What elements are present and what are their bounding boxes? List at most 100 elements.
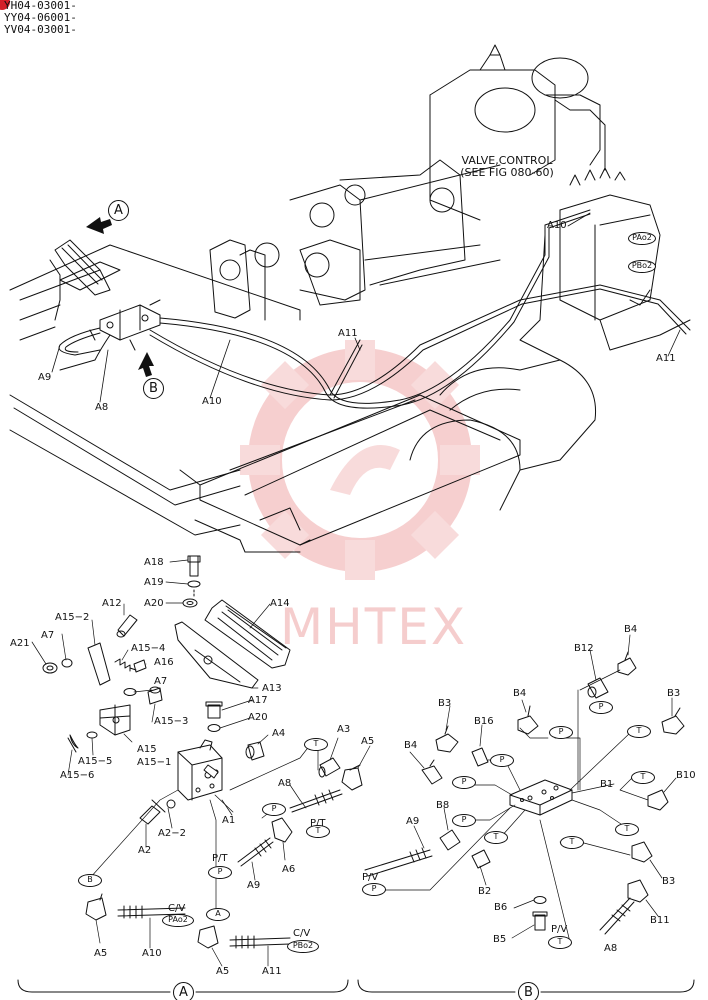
part-a9: A9 (247, 880, 261, 891)
label-pt-a: P/T (212, 853, 228, 864)
port-t-a8-b: T (548, 936, 572, 949)
label-a11-mid: A11 (338, 328, 358, 339)
part-a4: A4 (272, 728, 286, 739)
port-pao2-top: PAo2 (628, 232, 656, 245)
part-b4-mid: B4 (513, 688, 527, 699)
part-a12: A12 (102, 598, 122, 609)
port-p-b8: P (452, 814, 476, 827)
part-b16: B16 (474, 716, 494, 727)
port-p-a9: P (208, 866, 232, 879)
part-a5-lower-right: A5 (216, 966, 230, 977)
part-b3-left: B3 (438, 698, 452, 709)
part-b4-left: B4 (404, 740, 418, 751)
port-a-a: A (206, 908, 230, 921)
part-b5: B5 (493, 934, 507, 945)
part-a17: A17 (248, 695, 268, 706)
part-a19: A19 (144, 577, 164, 588)
port-pao2-a: PAo2 (162, 914, 194, 927)
serial-range-3: YV04-03001- (4, 23, 77, 36)
port-pbo2-a: PBo2 (287, 940, 319, 953)
serial-range-1: YH04-03001- (4, 0, 77, 12)
port-t-a3: T (304, 738, 328, 751)
port-t-b3-lower: T (615, 823, 639, 836)
label-a10-floor: A10 (202, 396, 222, 407)
valve-control-callout-2: (SEE FIG 080-60) (460, 166, 554, 179)
part-a15-2: A15−2 (55, 612, 90, 623)
part-b3-top-right: B3 (667, 688, 681, 699)
label-cv-right: C/V (293, 928, 311, 939)
section-a-marker: A (173, 982, 194, 1000)
port-t-b3: T (627, 725, 651, 738)
corner-badge (0, 0, 10, 10)
label-a10-valve: A10 (547, 220, 567, 231)
view-b-marker: B (143, 378, 164, 399)
part-b10: B10 (676, 770, 696, 781)
part-a5-lower-left: A5 (94, 948, 108, 959)
part-a10: A10 (142, 948, 162, 959)
port-p-b4: P (549, 726, 573, 739)
part-b12: B12 (574, 643, 594, 654)
part-b3-lower-right: B3 (662, 876, 676, 887)
part-a15: A15 (137, 744, 157, 755)
port-p-a9-b: P (362, 883, 386, 896)
part-a15-6: A15−6 (60, 770, 95, 781)
part-a1: A1 (222, 815, 236, 826)
watermark-gear-icon (240, 340, 480, 580)
port-t-b11: T (560, 836, 584, 849)
part-b6: B6 (494, 902, 508, 913)
part-b4-top: B4 (624, 624, 638, 635)
leader-lines-top (51, 212, 681, 403)
part-a15-4: A15−4 (131, 643, 166, 654)
part-a3: A3 (337, 724, 351, 735)
port-pbo2-top: PBo2 (628, 260, 656, 273)
part-a6: A6 (282, 864, 296, 875)
part-b2: B2 (478, 886, 492, 897)
label-a11-right: A11 (656, 353, 676, 364)
part-a5-right: A5 (361, 736, 375, 747)
part-a15-3: A15−3 (154, 716, 189, 727)
port-p-b12: P (589, 701, 613, 714)
part-a14: A14 (270, 598, 290, 609)
part-a15-5: A15−5 (78, 756, 113, 767)
view-a-marker: A (108, 200, 129, 221)
port-t-b10: T (631, 771, 655, 784)
part-a7-left: A7 (41, 630, 55, 641)
part-a15-1: A15−1 (137, 757, 172, 768)
part-b11: B11 (650, 915, 670, 926)
part-a9-b: A9 (406, 816, 420, 827)
part-b1: B1 (600, 779, 614, 790)
machine-frame-drawing (9, 44, 691, 553)
watermark-text: MHTEX (280, 598, 468, 656)
detail-b-drawing (364, 634, 685, 943)
part-a13: A13 (262, 683, 282, 694)
port-p-b16: P (490, 754, 514, 767)
part-b8: B8 (436, 800, 450, 811)
port-t-a8: T (306, 825, 330, 838)
label-cv-left: C/V (168, 903, 186, 914)
part-a2: A2 (138, 845, 152, 856)
part-a18: A18 (144, 557, 164, 568)
label-a8-top: A8 (95, 402, 109, 413)
port-p-b4-left: P (452, 776, 476, 789)
label-pv-b-upper: P/V (362, 872, 379, 883)
section-brackets (17, 979, 695, 993)
detail-a-drawing (31, 555, 371, 967)
part-a2-2: A2−2 (158, 828, 186, 839)
port-b-a: B (78, 874, 102, 887)
part-a8: A8 (278, 778, 292, 789)
part-a20-mid: A20 (248, 712, 268, 723)
part-a11: A11 (262, 966, 282, 977)
valve-control-callout-1: VALVE,CONTROL (461, 154, 553, 167)
part-a16: A16 (154, 657, 174, 668)
hose-routes (58, 209, 691, 409)
section-b-marker: B (518, 982, 539, 1000)
part-a21: A21 (10, 638, 30, 649)
port-p-a6: P (262, 803, 286, 816)
part-a20-top: A20 (144, 598, 164, 609)
part-a8-b: A8 (604, 943, 618, 954)
part-a7-mid: A7 (154, 676, 168, 687)
label-pv-b-lower: P/V (551, 924, 568, 935)
label-a9-top: A9 (38, 372, 52, 383)
